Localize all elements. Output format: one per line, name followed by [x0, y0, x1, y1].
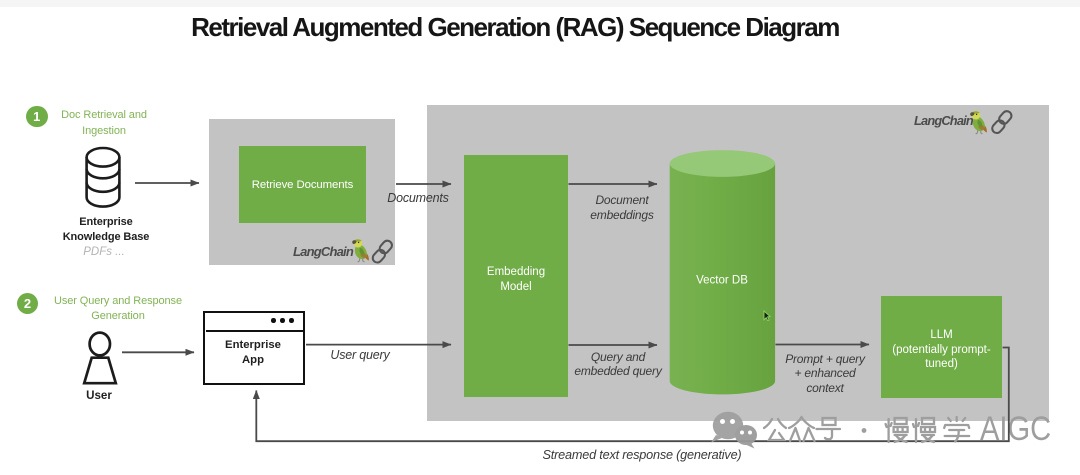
svg-text:Vector DB: Vector DB	[696, 275, 748, 287]
